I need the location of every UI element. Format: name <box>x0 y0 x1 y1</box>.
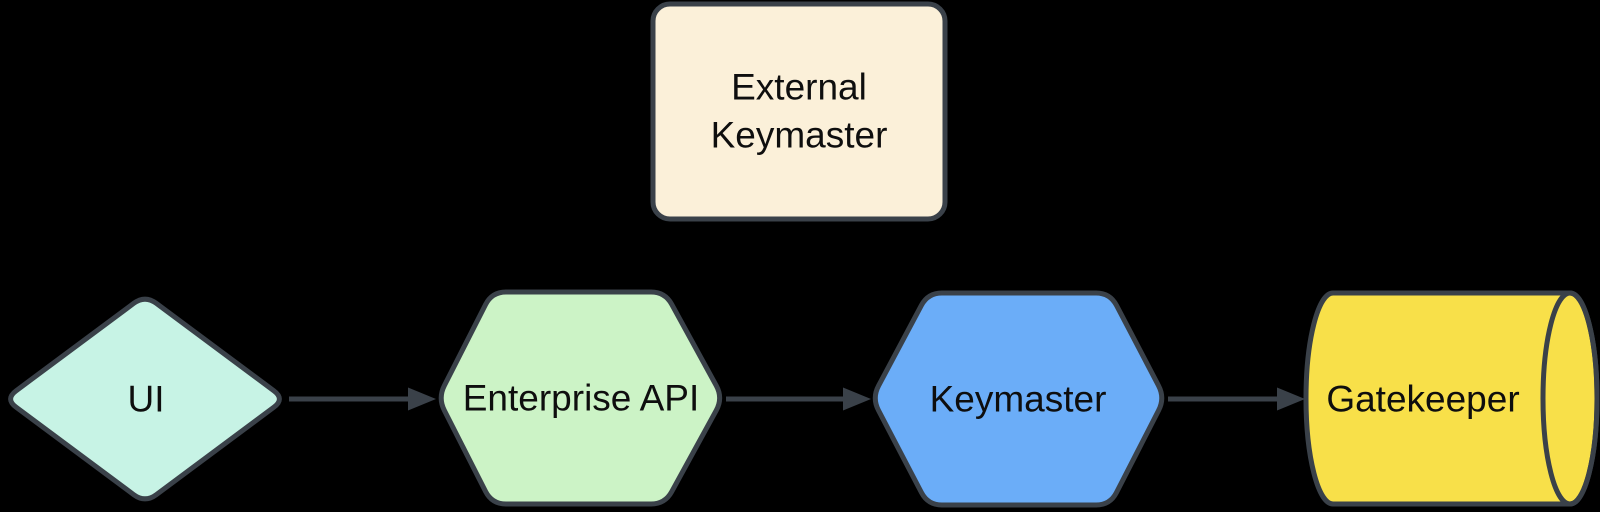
enterprise-api-label: Enterprise API <box>463 378 700 419</box>
node-keymaster: Keymaster <box>872 290 1165 508</box>
external-keymaster-label-line-1: External <box>731 67 867 108</box>
keymaster-hexagon-shape <box>872 290 1165 508</box>
node-enterprise-api: Enterprise API <box>438 289 723 507</box>
arrowhead-right-icon <box>1277 387 1305 411</box>
ui-label: UI <box>128 379 165 420</box>
node-ui: UI <box>8 296 282 502</box>
node-gatekeeper: Gatekeeper <box>1303 290 1600 507</box>
keymaster-label: Keymaster <box>930 379 1107 420</box>
gatekeeper-label: Gatekeeper <box>1326 379 1519 420</box>
enterprise-api-hexagon-shape <box>438 289 723 507</box>
arrowhead-right-icon <box>408 387 436 411</box>
arrowhead-right-icon <box>843 387 871 411</box>
external-keymaster-shape <box>650 1 948 222</box>
edge-ui-to-enterprise-api <box>289 387 436 411</box>
node-external-keymaster: External Keymaster <box>650 1 948 222</box>
ui-diamond-shape <box>8 296 282 502</box>
gatekeeper-cylinder-endcap <box>1540 290 1600 507</box>
external-keymaster-label-line-2: Keymaster <box>711 115 888 156</box>
edge-enterprise-api-to-keymaster <box>726 387 871 411</box>
edge-keymaster-to-gatekeeper <box>1168 387 1305 411</box>
